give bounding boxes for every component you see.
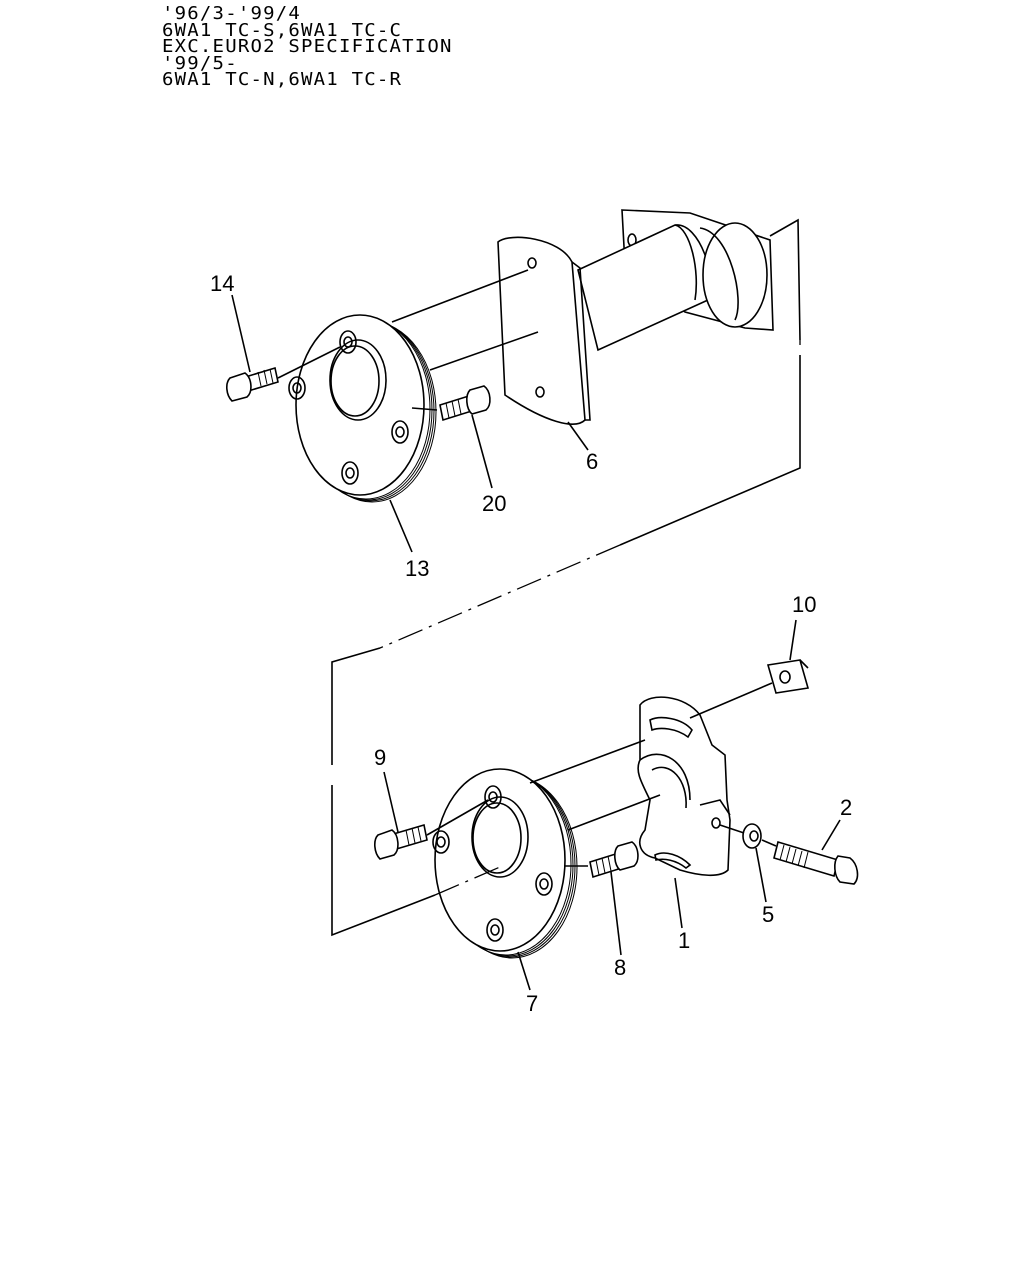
header-line-2: 6WA1 TC-S,6WA1 TC-C bbox=[162, 19, 403, 40]
part-9-bolt bbox=[374, 823, 428, 860]
header-line-4: '99/5- bbox=[162, 52, 238, 73]
header-line-1: '96/3-'99/4 bbox=[162, 3, 302, 24]
callout-8: 8 bbox=[614, 955, 626, 980]
callout-9: 9 bbox=[374, 745, 386, 770]
part-1-clamp bbox=[637, 696, 731, 877]
part-5-washer bbox=[742, 823, 762, 849]
part-10-nut bbox=[766, 659, 810, 694]
part-7-flange bbox=[432, 768, 578, 959]
part-13-flange bbox=[288, 314, 437, 503]
callout-7: 7 bbox=[526, 991, 538, 1016]
callout-13: 13 bbox=[405, 556, 429, 581]
part-8-bolt bbox=[589, 841, 639, 879]
part-6-bracket bbox=[497, 236, 591, 425]
part-2-bolt bbox=[773, 840, 859, 885]
callout-20: 20 bbox=[482, 491, 506, 516]
callout-10: 10 bbox=[792, 592, 816, 617]
callout-2: 2 bbox=[840, 795, 852, 820]
header-line-5: 6WA1 TC-N,6WA1 TC-R bbox=[162, 69, 403, 90]
top-assembly-lines bbox=[277, 269, 539, 411]
phantom-frame bbox=[331, 218, 801, 937]
callout-14: 14 bbox=[210, 271, 234, 296]
callout-6: 6 bbox=[586, 449, 598, 474]
shaft-assembly bbox=[577, 209, 774, 352]
part-14-bolt bbox=[226, 366, 279, 402]
leader-lines bbox=[231, 294, 841, 991]
callout-5: 5 bbox=[762, 902, 774, 927]
applicability-header: '96/3-'99/4 6WA1 TC-S,6WA1 TC-C EXC.EURO… bbox=[162, 3, 453, 90]
callout-1: 1 bbox=[678, 928, 690, 953]
bottom-assembly-lines bbox=[426, 682, 777, 867]
part-20-bolt bbox=[439, 385, 491, 422]
header-line-3: EXC.EURO2 SPECIFICATION bbox=[162, 36, 453, 57]
